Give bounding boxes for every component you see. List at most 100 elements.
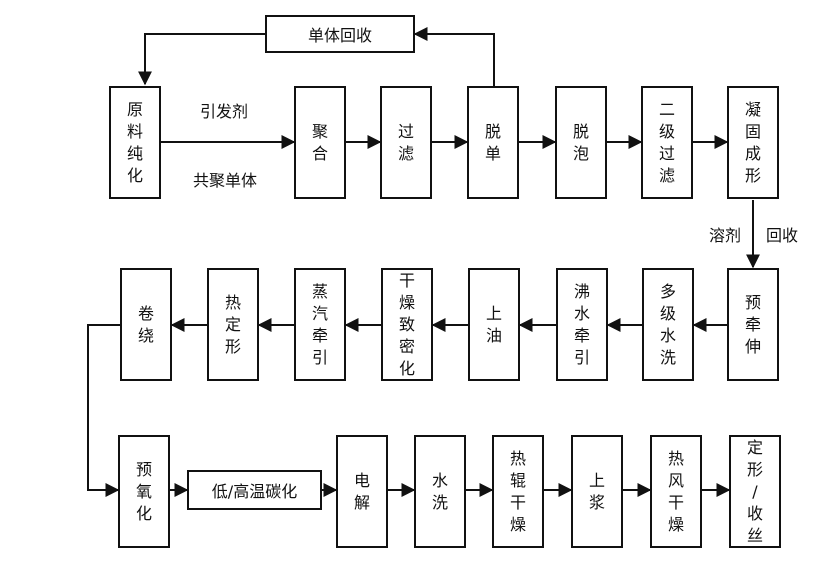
initiator-label: 引发剂 — [200, 102, 249, 121]
step-label-char: 汽 — [311, 303, 328, 323]
step-winding: 卷绕 — [120, 268, 172, 381]
step-label-char: 引 — [311, 347, 328, 367]
step-label-char: 绕 — [137, 325, 154, 345]
step-label-char: 解 — [353, 492, 370, 512]
step-label-char: 脱 — [484, 121, 501, 141]
step-label: 预氧化 — [136, 459, 152, 525]
step-label-char: 风 — [667, 470, 684, 490]
monomer-recovery-label: 单体回收 — [307, 26, 372, 45]
step-label-char: 燥 — [509, 514, 526, 534]
step-label-char: 化 — [135, 503, 152, 523]
step-label-char: 水 — [659, 325, 676, 345]
step-label: 卷绕 — [138, 303, 154, 347]
step-label-char: 定 — [746, 437, 763, 457]
step-label-char: 级 — [658, 121, 675, 141]
step-label: 脱泡 — [573, 121, 589, 165]
step-polymerization: 聚合 — [294, 86, 346, 199]
step-label-char: 丝 — [746, 525, 763, 545]
step-oiling: 上油 — [468, 268, 520, 381]
step-label-char: 水 — [573, 303, 590, 323]
step-prestretch: 预牵伸 — [727, 268, 779, 381]
step-label: 原料纯化 — [127, 99, 143, 187]
arrow-wind-to-preox — [87, 324, 120, 497]
step-label-char: 合 — [311, 143, 328, 163]
step-label-char: 固 — [744, 121, 761, 141]
step-label: 多级水洗 — [660, 281, 676, 369]
step-label: 凝固成形 — [745, 99, 761, 187]
step-label: 二级过滤 — [659, 99, 675, 187]
step-label: 水洗 — [432, 470, 448, 514]
step-label: 电解 — [354, 470, 370, 514]
step-label-char: 沸 — [573, 281, 590, 301]
step-label-char: 级 — [659, 303, 676, 323]
step-label-char: 干 — [667, 492, 684, 512]
step-label-char: 电 — [353, 470, 370, 490]
step-label-char: 原 — [126, 99, 143, 119]
arrow-demono-to-recycle — [413, 27, 495, 87]
step-label: 预牵伸 — [745, 292, 761, 358]
step-boiling-water-stretch: 沸水牵引 — [556, 268, 608, 381]
monomer-recovery-box: 单体回收 — [265, 15, 415, 53]
step-label: 蒸汽牵引 — [312, 281, 328, 369]
step-label-char: 凝 — [744, 99, 761, 119]
step-steam-stretch: 蒸汽牵引 — [294, 268, 346, 381]
step-label-char: 干 — [509, 492, 526, 512]
step-label-char: 单 — [484, 143, 501, 163]
step-label-char: 定 — [224, 314, 241, 334]
step-label-char: 燥 — [667, 514, 684, 534]
step-label-char: 油 — [485, 325, 502, 345]
step-label-char: 聚 — [311, 121, 328, 141]
arrow-recycle-to-raw — [138, 33, 265, 86]
step-label-char: 洗 — [659, 347, 676, 367]
solvent-label: 溶剂 — [709, 226, 742, 245]
step-label-char: 热 — [509, 448, 526, 468]
step-label-char: 二 — [658, 99, 675, 119]
step-label: 热风干燥 — [668, 448, 684, 536]
step-setting-take-up: 定形/收丝 — [729, 435, 781, 548]
step-label: 脱单 — [485, 121, 501, 165]
step-coagulation: 凝固成形 — [727, 86, 779, 199]
step-label-char: 形 — [224, 336, 241, 356]
step-label-char: 蒸 — [311, 281, 328, 301]
comonomer-label: 共聚单体 — [193, 171, 258, 190]
step-label-char: 收 — [746, 503, 763, 523]
step-label-char: 热 — [224, 292, 241, 312]
step-label: 聚合 — [312, 121, 328, 165]
step-defoaming: 脱泡 — [555, 86, 607, 199]
step-label: 热定形 — [225, 292, 241, 358]
step-label-char: 成 — [744, 143, 761, 163]
step-label-char: 化 — [126, 165, 143, 185]
step-label-char: 滤 — [658, 165, 675, 185]
step-label-char: 浆 — [588, 492, 605, 512]
step-label-char: 伸 — [744, 336, 761, 356]
step-label-char: 洗 — [431, 492, 448, 512]
step-label-char: 化 — [398, 358, 415, 378]
step-sizing: 上浆 — [571, 435, 623, 548]
step-label: 过滤 — [398, 121, 414, 165]
step-label-char: 卷 — [137, 303, 154, 323]
step-label-char: 牵 — [311, 325, 328, 345]
step-label-char: 预 — [135, 459, 152, 479]
step-raw-purification: 原料纯化 — [109, 86, 161, 199]
step-label-char: 燥 — [398, 292, 415, 312]
step-label-char: 料 — [126, 121, 143, 141]
step-label-char: 致 — [398, 314, 415, 334]
step-label-char: 密 — [398, 336, 415, 356]
step-label-char: 氧 — [135, 481, 152, 501]
step-label: 上油 — [486, 303, 502, 347]
step-filtration: 过滤 — [380, 86, 432, 199]
step-label-char: 过 — [397, 121, 414, 141]
step-label-char: 形 — [744, 165, 761, 185]
step-label-char: 牵 — [573, 325, 590, 345]
step-label-char: 泡 — [572, 143, 589, 163]
step-label-char: 热 — [667, 448, 684, 468]
step-label: 上浆 — [589, 470, 605, 514]
step-label-char: 辊 — [509, 470, 526, 490]
step-label-char: 脱 — [572, 121, 589, 141]
step-label-char: 多 — [659, 281, 676, 301]
step-drying-densification: 干燥致密化 — [381, 268, 433, 381]
step-hot-air-drying: 热风干燥 — [650, 435, 702, 548]
recovery-label: 回收 — [766, 226, 799, 245]
step-label-char: 牵 — [744, 314, 761, 334]
